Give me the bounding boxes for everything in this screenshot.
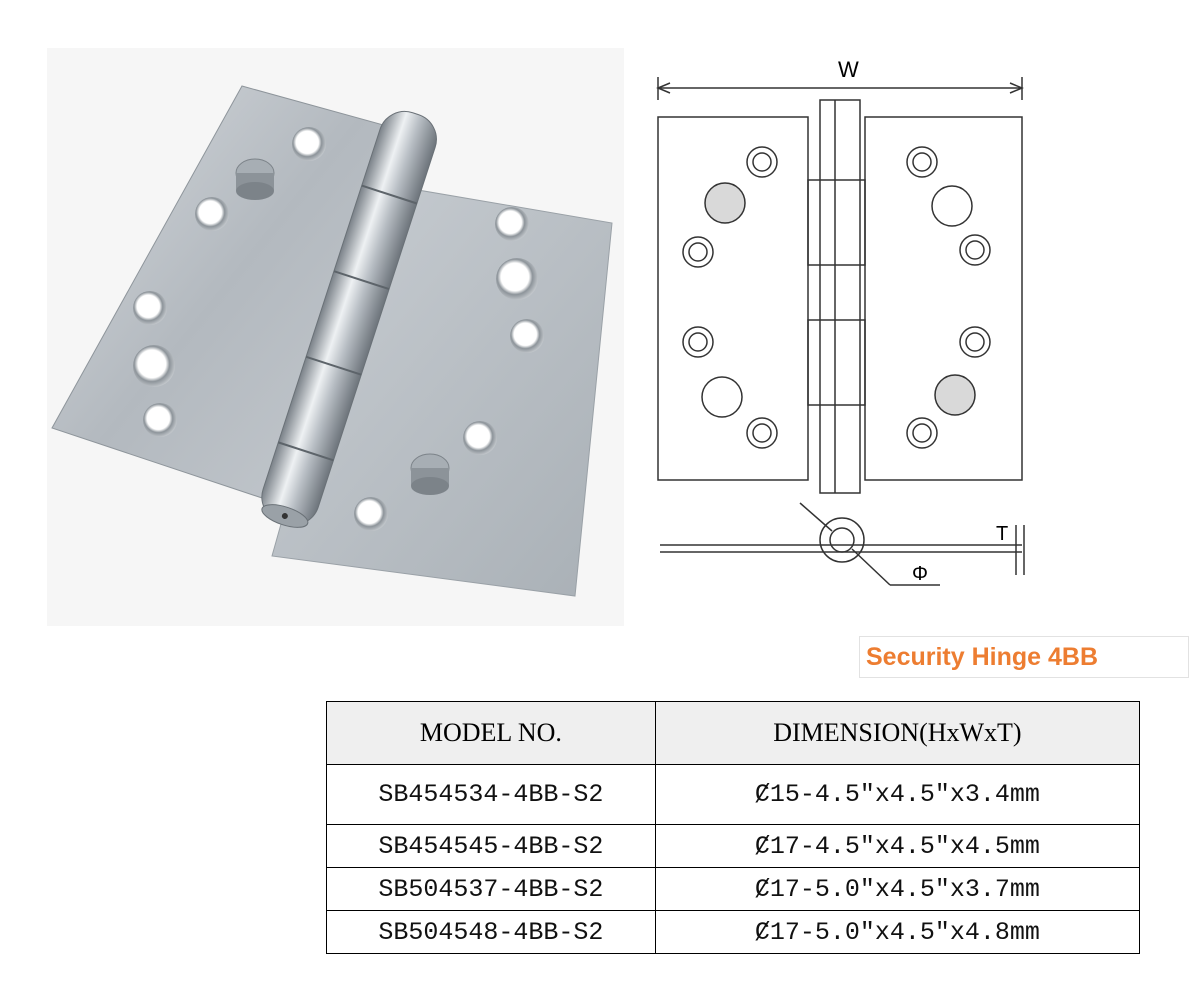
- table-row: SB454534-4BB-S2 Ȼ15-4.5″x4.5″x3.4mm: [326, 764, 1141, 825]
- product-title: Security Hinge 4BB: [859, 636, 1189, 678]
- table-header-row: MODEL NO. DIMENSION(HxWxT): [326, 701, 1141, 765]
- model-cell: SB504548-4BB-S2: [326, 910, 656, 954]
- dimension-cell: Ȼ17-5.0″x4.5″x4.8mm: [654, 910, 1141, 954]
- table-row: SB504548-4BB-S2 Ȼ17-5.0″x4.5″x4.8mm: [326, 910, 1141, 954]
- width-label: W: [838, 57, 859, 82]
- hinge-product-photo: [47, 48, 624, 626]
- thickness-label: T: [996, 523, 1008, 545]
- diameter-label: Φ: [912, 563, 928, 585]
- spec-table: MODEL NO. DIMENSION(HxWxT) SB454534-4BB-…: [326, 701, 1141, 954]
- dimension-cell: Ȼ17-4.5″x4.5″x4.5mm: [654, 824, 1141, 868]
- dimension-cell: Ȼ15-4.5″x4.5″x3.4mm: [654, 764, 1141, 825]
- model-cell: SB454534-4BB-S2: [326, 764, 656, 825]
- model-cell: SB454545-4BB-S2: [326, 824, 656, 868]
- dimension-cell: Ȼ17-5.0″x4.5″x3.7mm: [654, 867, 1141, 911]
- table-row: SB504537-4BB-S2 Ȼ17-5.0″x4.5″x3.7mm: [326, 867, 1141, 911]
- table-row: SB454545-4BB-S2 Ȼ17-4.5″x4.5″x4.5mm: [326, 824, 1141, 868]
- header-dimension: DIMENSION(HxWxT): [654, 701, 1141, 765]
- hinge-technical-drawing: W H T Φ: [656, 57, 1025, 586]
- header-model-no: MODEL NO.: [326, 701, 656, 765]
- model-cell: SB504537-4BB-S2: [326, 867, 656, 911]
